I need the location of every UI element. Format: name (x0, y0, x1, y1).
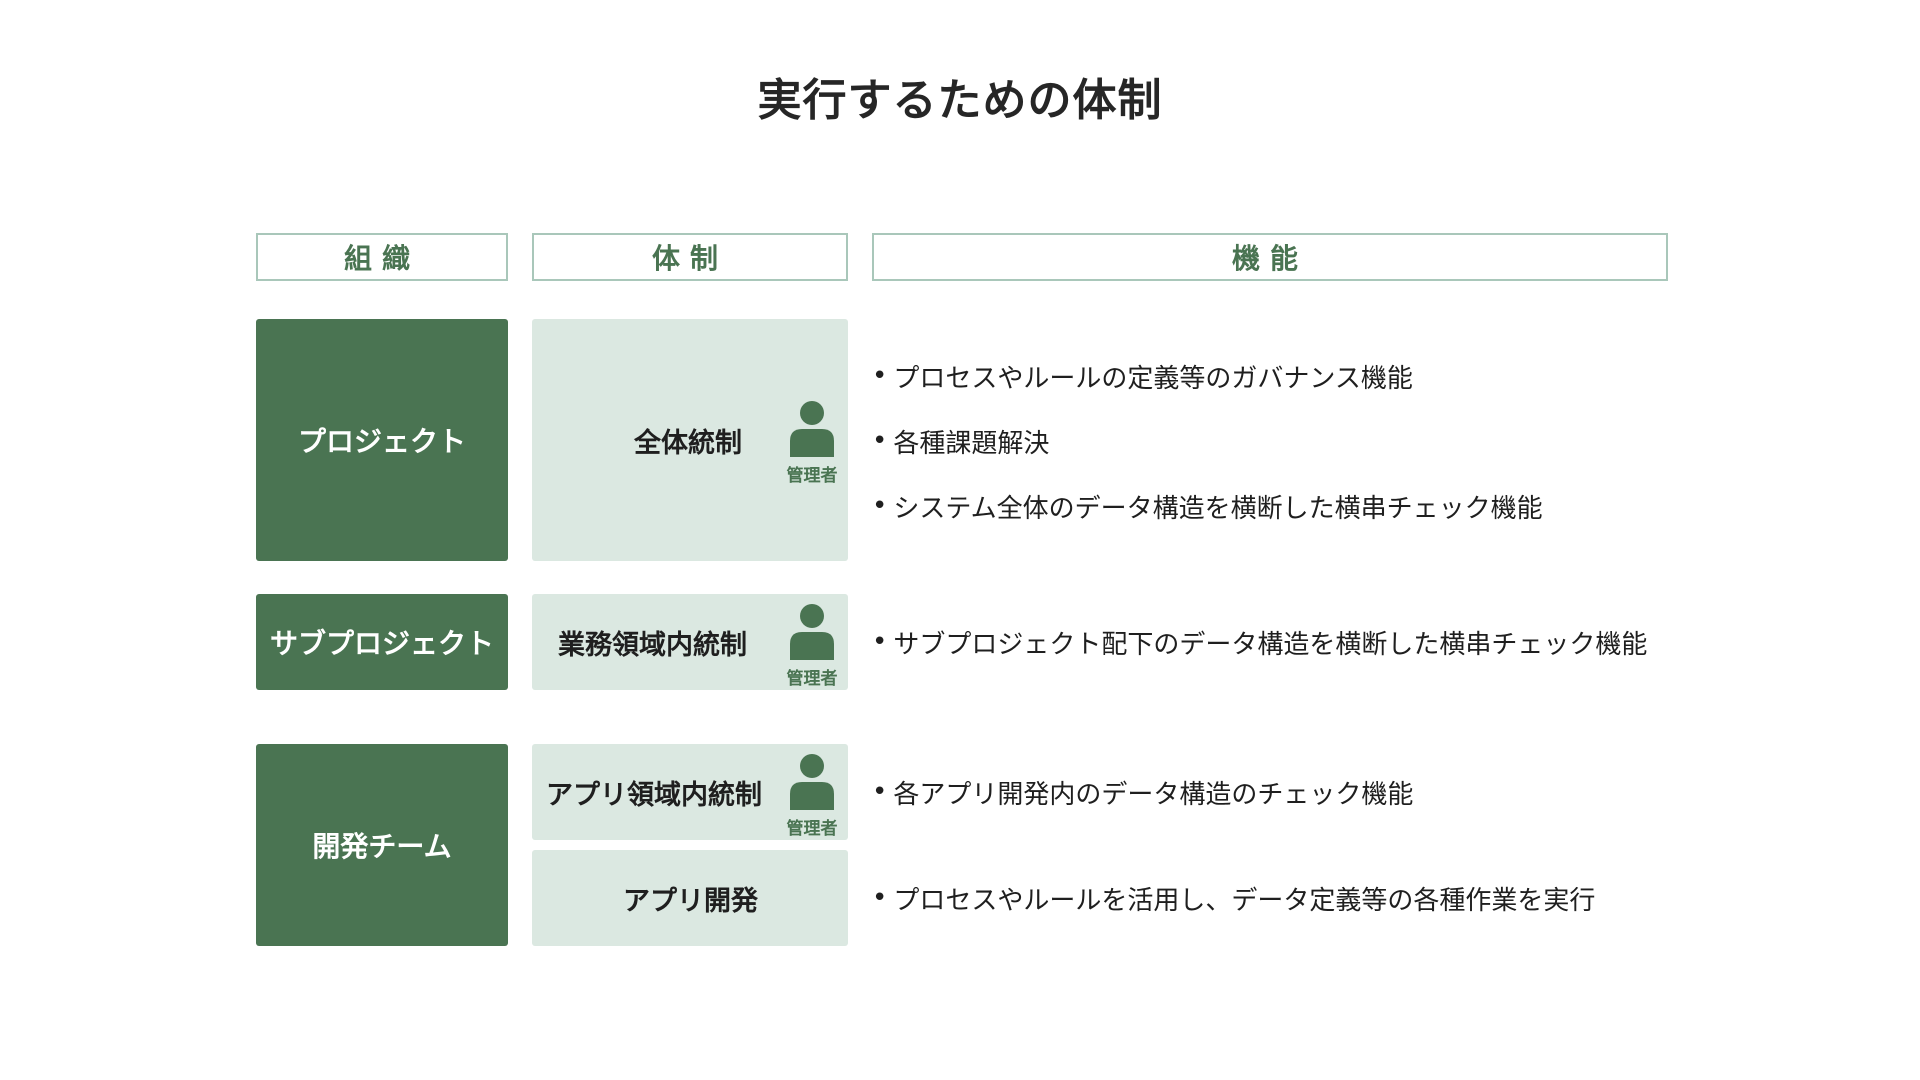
org-devteam: 開発チーム (256, 744, 508, 946)
sys-overall-control: 全体統制 管理者 (532, 319, 848, 561)
header-func: 機能 (872, 233, 1668, 281)
sys-app-control-label: アプリ領域内統制 (546, 779, 762, 811)
bullet-dot: • (872, 491, 888, 521)
person-icon (790, 754, 834, 810)
person-icon (790, 401, 834, 457)
function-item: •プロセスやルールを活用し、データ定義等の各種作業を実行 (872, 883, 1596, 916)
org-subproject-label: サブプロジェクト (269, 627, 494, 660)
header-sys: 体制 (532, 233, 848, 281)
function-item: •各アプリ開発内のデータ構造のチェック機能 (872, 777, 1414, 810)
function-item: •システム全体のデータ構造を横断した横串チェック機能 (872, 491, 1543, 524)
sys-app-dev: アプリ開発 (532, 850, 848, 946)
sys-domain-control-label: 業務領域内統制 (558, 629, 747, 661)
sys-overall-control-label: 全体統制 (634, 427, 742, 459)
function-item: •プロセスやルールの定義等のガバナンス機能 (872, 361, 1413, 394)
manager-label: 管理者 (786, 669, 838, 689)
person-icon (790, 604, 834, 660)
manager-badge: 管理者 (782, 754, 842, 839)
sys-domain-control: 業務領域内統制 管理者 (532, 594, 848, 690)
org-project: プロジェクト (256, 319, 508, 561)
bullet-dot: • (872, 627, 888, 657)
page-title: 実行するための体制 (757, 75, 1163, 126)
function-item: •サブプロジェクト配下のデータ構造を横断した横串チェック機能 (872, 627, 1648, 660)
function-item: •各種課題解決 (872, 426, 1050, 459)
bullet-dot: • (872, 361, 888, 391)
bullet-dot: • (872, 426, 888, 456)
manager-badge: 管理者 (782, 401, 842, 486)
org-devteam-label: 開発チーム (312, 830, 452, 863)
sys-app-dev-label: アプリ開発 (623, 885, 758, 917)
sys-app-control: アプリ領域内統制 管理者 (532, 744, 848, 840)
manager-label: 管理者 (786, 466, 838, 486)
org-project-label: プロジェクト (297, 425, 466, 458)
bullet-dot: • (872, 777, 888, 807)
bullet-dot: • (872, 883, 888, 913)
manager-badge: 管理者 (782, 604, 842, 689)
manager-label: 管理者 (786, 819, 838, 839)
org-subproject: サブプロジェクト (256, 594, 508, 690)
header-org: 組織 (256, 233, 508, 281)
